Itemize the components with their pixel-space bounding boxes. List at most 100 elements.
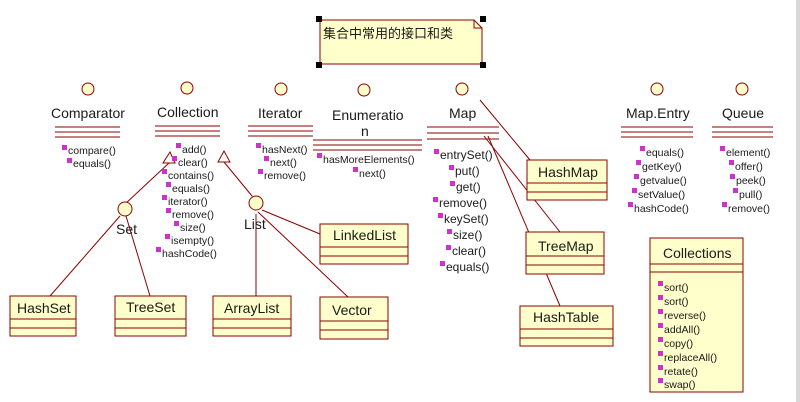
method-next: next() bbox=[270, 157, 297, 169]
treeset-implements-set bbox=[125, 215, 151, 297]
method-equals: equals() bbox=[172, 183, 210, 195]
class-hashtable: HashTable bbox=[519, 305, 614, 347]
class-name: TreeSet bbox=[126, 299, 175, 315]
selection-handle[interactable] bbox=[316, 62, 322, 68]
method-compare: compare() bbox=[68, 145, 116, 157]
method-clear: clear() bbox=[178, 157, 208, 169]
relationship-lines bbox=[49, 99, 561, 307]
method-equals: equals() bbox=[646, 147, 684, 159]
interface-circles bbox=[81, 81, 749, 217]
set-extends-collection bbox=[124, 162, 170, 205]
method-equals: equals() bbox=[73, 158, 111, 170]
method-bullet-icon bbox=[658, 378, 663, 383]
method-clear: clear() bbox=[452, 244, 486, 258]
method-reverse: reverse() bbox=[664, 310, 706, 322]
method-size: size() bbox=[180, 222, 206, 234]
method-bullet-icon bbox=[446, 245, 451, 250]
method-bullet-icon bbox=[450, 181, 455, 186]
method-isempty: isempty() bbox=[171, 235, 214, 247]
method-bullet-icon bbox=[317, 153, 322, 158]
class-linkedlist: LinkedList bbox=[319, 223, 409, 265]
method-bullet-icon bbox=[258, 169, 263, 174]
compartment-lines bbox=[55, 125, 773, 151]
class-name: Collections bbox=[663, 245, 731, 261]
method-setvalue: setValue() bbox=[638, 189, 685, 201]
list-extends-collection bbox=[223, 161, 253, 197]
class-hashset: HashSet bbox=[9, 295, 77, 337]
class-vector: Vector bbox=[319, 296, 389, 340]
collection-interface-icon bbox=[180, 81, 194, 95]
method-entryset: entrySet() bbox=[440, 148, 493, 162]
method-bullet-icon bbox=[264, 156, 269, 161]
class-treeset: TreeSet bbox=[114, 295, 187, 337]
list-interface-icon bbox=[248, 195, 264, 211]
method-offer: offer() bbox=[735, 161, 763, 173]
class-name: Vector bbox=[332, 302, 372, 318]
method-equals: equals() bbox=[446, 260, 489, 274]
queue-interface-icon bbox=[735, 82, 749, 96]
method-remove: remove() bbox=[439, 196, 487, 210]
method-bullet-icon bbox=[174, 221, 179, 226]
method-bullet-icon bbox=[447, 229, 452, 234]
comparator-interface-icon bbox=[81, 82, 95, 96]
method-bullet-icon bbox=[729, 160, 734, 165]
method-bullet-icon bbox=[658, 351, 663, 356]
class-collections: Collections sort() sort() reverse() addA… bbox=[649, 237, 744, 393]
method-bullet-icon bbox=[658, 309, 663, 314]
selection-handle[interactable] bbox=[316, 16, 322, 22]
method-sort: sort() bbox=[664, 282, 689, 294]
method-bullet-icon bbox=[658, 365, 663, 370]
method-remove: remove() bbox=[728, 203, 770, 215]
comparator-name: Comparator bbox=[51, 105, 125, 121]
enumeration-name-line1: Enumeratio bbox=[332, 107, 404, 123]
method-next: next() bbox=[359, 168, 386, 180]
method-bullet-icon bbox=[449, 165, 454, 170]
hashset-implements-set bbox=[49, 215, 121, 297]
method-bullet-icon bbox=[162, 195, 167, 200]
class-hashmap: HashMap bbox=[526, 159, 608, 201]
method-bullet-icon bbox=[658, 323, 663, 328]
method-addall: addAll() bbox=[664, 324, 700, 336]
method-bullet-icon bbox=[172, 156, 177, 161]
selection-handle[interactable] bbox=[480, 16, 486, 22]
method-remove: remove() bbox=[264, 170, 306, 182]
method-bullet-icon bbox=[640, 146, 645, 151]
method-bullet-icon bbox=[720, 146, 725, 151]
class-name: TreeMap bbox=[538, 238, 594, 254]
method-bullet-icon bbox=[440, 261, 445, 266]
class-name: HashTable bbox=[533, 309, 599, 325]
method-bullet-icon bbox=[434, 149, 439, 154]
vector-implements-list bbox=[257, 211, 349, 298]
method-bullet-icon bbox=[176, 143, 181, 148]
method-hashcode: hashCode() bbox=[162, 248, 217, 260]
method-hasnext: hasNext() bbox=[262, 144, 308, 156]
method-replaceall: replaceAll() bbox=[664, 352, 717, 364]
note-text: 集合中常用的接口和类 bbox=[323, 26, 453, 41]
iterator-name: Iterator bbox=[258, 105, 303, 121]
method-getkey: getKey() bbox=[642, 161, 682, 173]
method-sort: sort() bbox=[664, 296, 689, 308]
method-keyset: keySet() bbox=[444, 212, 489, 226]
iterator-interface-icon bbox=[274, 82, 288, 96]
method-bullet-icon bbox=[62, 145, 67, 150]
method-peek: peek() bbox=[736, 175, 766, 187]
class-treemap: TreeMap bbox=[525, 231, 605, 275]
method-hasmoreelements: hasMoreElements() bbox=[323, 154, 415, 166]
map-interface-icon bbox=[455, 82, 469, 96]
selection-handle[interactable] bbox=[480, 62, 486, 68]
method-retate: retate() bbox=[664, 366, 698, 378]
method-size: size() bbox=[453, 228, 482, 242]
method-bullet-icon bbox=[67, 158, 72, 163]
method-remove: remove() bbox=[172, 209, 214, 221]
window-edge bbox=[796, 0, 800, 402]
mapentry-interface-icon bbox=[650, 82, 664, 96]
collection-name: Collection bbox=[157, 104, 218, 120]
method-hashcode: hashCode() bbox=[634, 203, 689, 215]
map-name: Map bbox=[449, 105, 476, 121]
method-bullet-icon bbox=[162, 169, 167, 174]
mapentry-name: Map.Entry bbox=[626, 105, 690, 121]
method-bullet-icon bbox=[722, 202, 727, 207]
method-bullet-icon bbox=[156, 247, 161, 252]
method-bullet-icon bbox=[166, 182, 171, 187]
enumeration-interface-icon bbox=[357, 83, 371, 97]
